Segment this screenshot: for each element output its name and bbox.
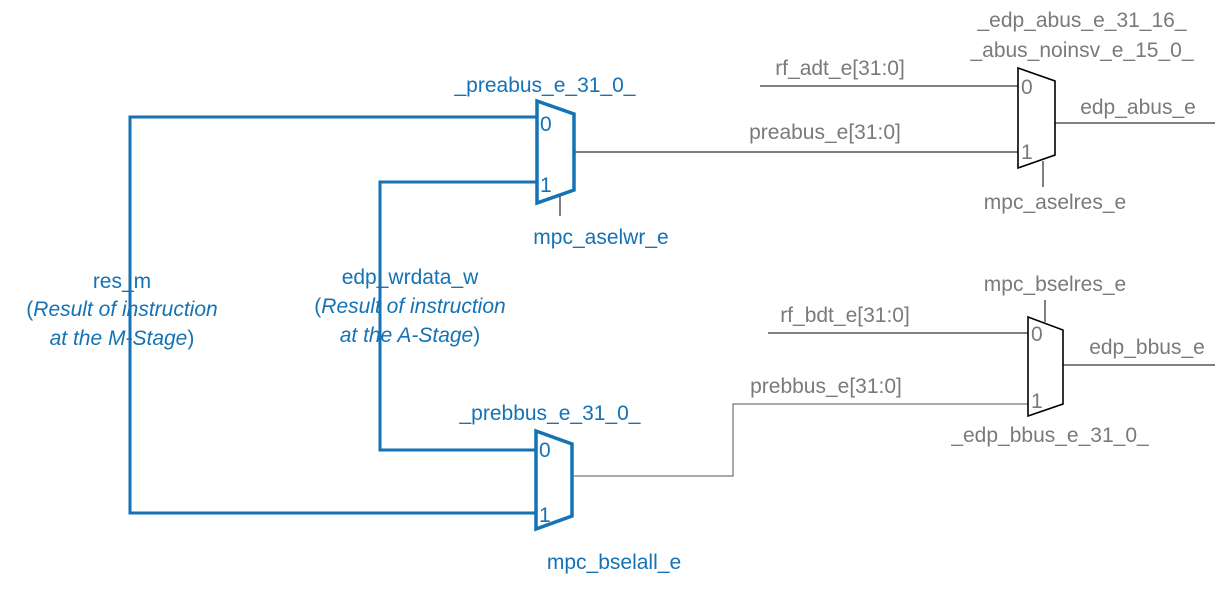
preabus-mux-in0-label: 0 xyxy=(540,113,552,136)
preabus-signal-label: preabus_e[31:0] xyxy=(749,121,901,144)
rf-bdt-label: rf_bdt_e[31:0] xyxy=(780,304,910,327)
edp-bbus-label: edp_bbus_e xyxy=(1089,336,1205,359)
prebbus-mux xyxy=(534,428,574,532)
res-m-desc-line1: (Result of instruction xyxy=(26,298,217,321)
bbus-mux-in0-label: 0 xyxy=(1031,323,1043,346)
bselres-select-label: mpc_bselres_e xyxy=(984,273,1126,296)
bbus-mux xyxy=(1027,315,1064,418)
bbus-mux-name: _edp_bbus_e_31_0_ xyxy=(950,424,1149,447)
aselres-select-label: mpc_aselres_e xyxy=(984,191,1126,214)
preabus-mux xyxy=(535,98,576,206)
edp-abus-label: edp_abus_e xyxy=(1080,96,1196,119)
abus-mux-name-line2: _abus_noinsv_e_15_0_ xyxy=(969,39,1193,62)
prebbus-signal-label: prebbus_e[31:0] xyxy=(750,375,902,398)
wrdata-desc-line2: at the A-Stage) xyxy=(340,324,480,347)
res-m-desc-line2: at the M-Stage) xyxy=(50,327,195,350)
wrdata-label: edp_wrdata_w xyxy=(342,266,479,289)
bbus-mux-in1-label: 1 xyxy=(1031,390,1043,413)
abus-mux-in0-label: 0 xyxy=(1021,76,1033,99)
bselall-select-label: mpc_bselall_e xyxy=(547,551,681,574)
aselwr-select-label: mpc_aselwr_e xyxy=(533,226,668,249)
abus-mux-name-line1: _edp_abus_e_31_16_ xyxy=(976,9,1186,32)
abus-mux-in1-label: 1 xyxy=(1021,141,1033,164)
prebbus-mux-name: _prebbus_e_31_0_ xyxy=(458,402,640,425)
wrdata-wire xyxy=(378,180,537,452)
prebbus-mux-in0-label: 0 xyxy=(539,439,551,462)
wrdata-desc-line1: (Result of instruction xyxy=(314,295,505,318)
preabus-mux-name: _preabus_e_31_0_ xyxy=(453,74,635,97)
prebbus-mux-in1-label: 1 xyxy=(539,504,551,527)
prebbus-wire xyxy=(574,403,1028,477)
abus-mux xyxy=(1017,66,1056,170)
preabus-mux-in1-label: 1 xyxy=(540,174,552,197)
rf-adt-label: rf_adt_e[31:0] xyxy=(775,57,905,80)
res-m-label: res_m xyxy=(93,270,151,293)
res-m-wire xyxy=(128,115,537,515)
